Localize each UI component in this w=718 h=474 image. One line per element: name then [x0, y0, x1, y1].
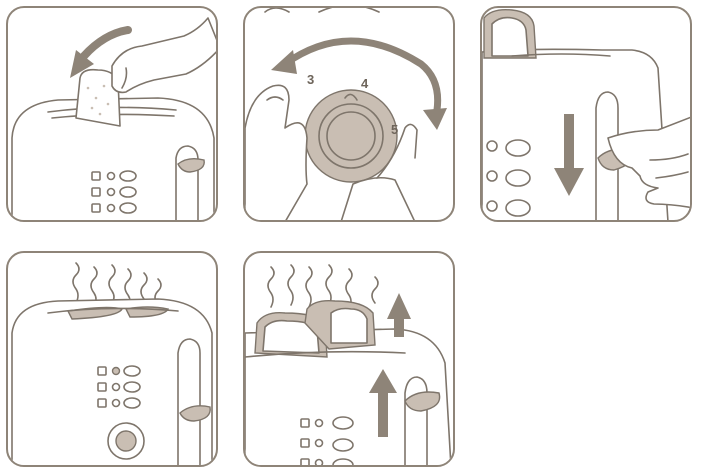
control-buttons	[97, 365, 141, 409]
step-2-illustration: 1 3 4 5	[245, 8, 447, 220]
dial-label-4: 4	[361, 76, 369, 91]
step-4-illustration	[11, 262, 213, 465]
lever-slot	[595, 91, 619, 220]
lever	[177, 157, 205, 173]
fingers	[340, 176, 415, 220]
browning-dial	[107, 422, 145, 460]
step-1-insert-bread-panel	[6, 6, 218, 222]
lever	[179, 405, 211, 422]
curved-arrow-head-icon	[70, 50, 94, 78]
lever-slot	[404, 376, 428, 465]
lever-slot	[175, 145, 199, 220]
lever	[404, 391, 441, 412]
toaster-body	[11, 97, 215, 220]
rotate-arrow-icon	[281, 37, 442, 114]
step-2-set-dial-panel: 1 3 4 5	[243, 6, 455, 222]
down-arrow-icon	[564, 114, 574, 172]
control-buttons	[300, 416, 354, 465]
lever-slot	[177, 338, 201, 465]
step-3-press-lever-panel	[480, 6, 692, 222]
hand	[111, 17, 216, 94]
curved-arrow-icon	[80, 26, 132, 60]
hand	[607, 116, 690, 209]
up-arrow-icon	[369, 293, 411, 437]
step-5-illustration	[245, 264, 452, 465]
step-4-toasting-panel	[6, 251, 218, 467]
control-buttons	[486, 139, 531, 217]
toaster-body	[11, 298, 213, 465]
dial-label-5: 5	[391, 122, 398, 137]
dial-label-3: 3	[307, 72, 314, 87]
steam-icon	[267, 264, 379, 310]
step-5-toast-up-panel	[243, 251, 455, 467]
step-3-illustration	[482, 8, 690, 220]
step-1-illustration	[11, 17, 216, 220]
thumb	[245, 84, 308, 220]
control-buttons	[91, 170, 137, 214]
